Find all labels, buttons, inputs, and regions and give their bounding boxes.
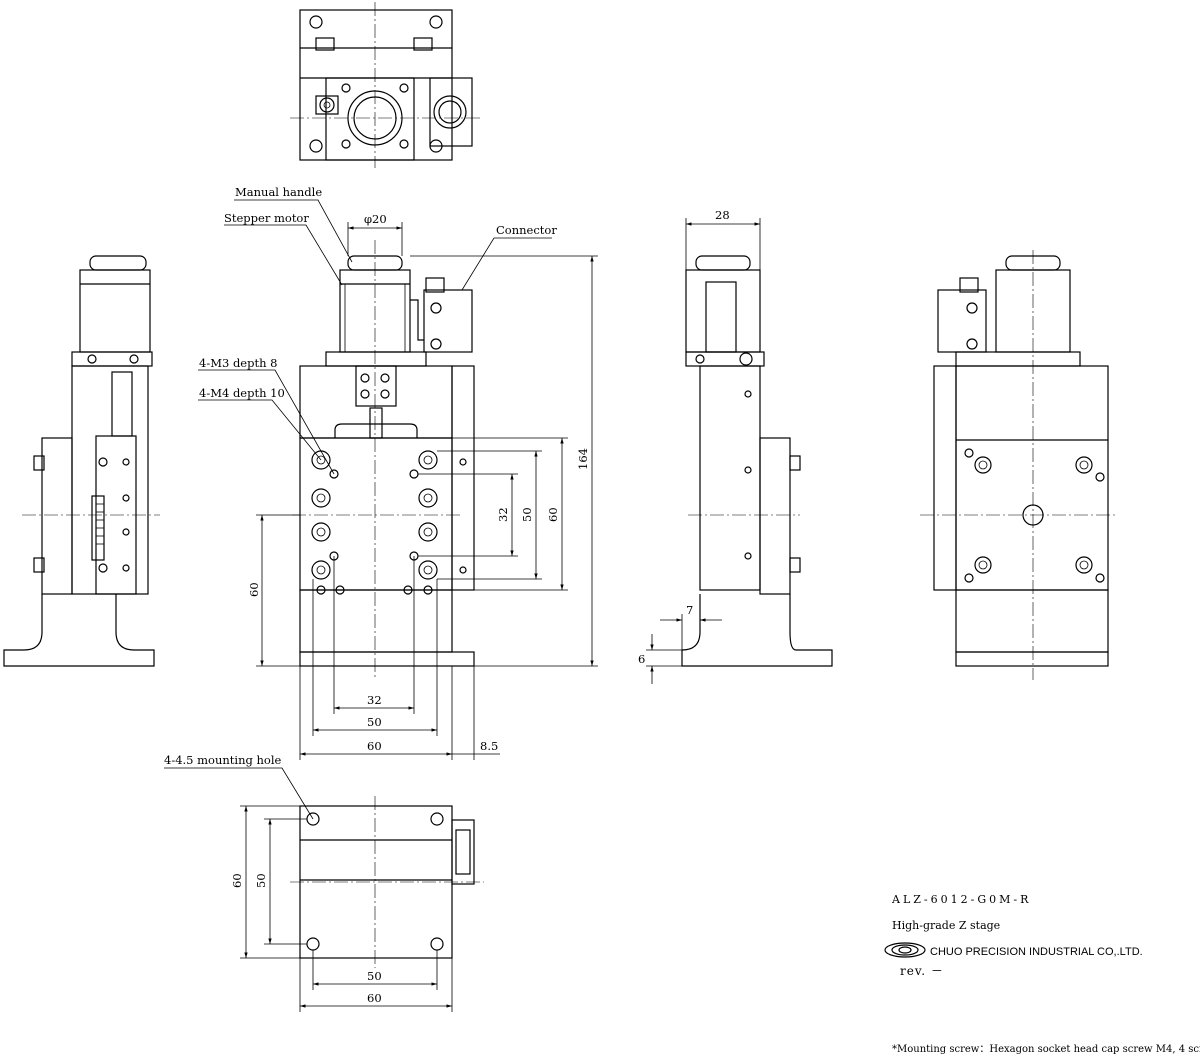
dim-bottom-50-horizontal: 50 — [367, 969, 382, 983]
title-block: ALZ-6012-G0M-R High-grade Z stage CHUO P… — [884, 893, 1143, 978]
label-connector: Connector — [496, 223, 557, 237]
dim-6: 6 — [638, 652, 645, 666]
label-m3-depth: 4-M3 depth 8 — [199, 356, 277, 370]
dim-bottom-50-vertical: 50 — [254, 873, 268, 888]
company-name: CHUO PRECISION INDUSTRIAL CO,.LTD. — [930, 946, 1143, 958]
dim-bottom-60-vertical: 60 — [230, 873, 244, 888]
dim-50-horizontal: 50 — [367, 715, 382, 729]
left-view — [3, 255, 160, 667]
dim-28: 28 — [715, 208, 730, 222]
label-mounting-hole: 4-4.5 mounting hole — [164, 753, 282, 767]
model-number: ALZ-6012-G0M-R — [891, 893, 1031, 906]
product-description: High-grade Z stage — [892, 919, 1000, 932]
top-view — [290, 2, 480, 168]
dim-32-horizontal: 32 — [367, 693, 382, 707]
dim-50-right: 50 — [520, 507, 534, 522]
dim-bottom-60-horizontal: 60 — [367, 991, 382, 1005]
dim-60-left: 60 — [247, 582, 261, 597]
bottom-view — [164, 767, 484, 1012]
label-m4-depth: 4-M4 depth 10 — [199, 386, 285, 400]
side-view — [646, 218, 833, 684]
dim-32-right: 32 — [496, 507, 510, 522]
footnote: *Mounting screw：Hexagon socket head cap … — [892, 1044, 1200, 1055]
front-view — [292, 240, 475, 680]
revision: rev. － — [900, 964, 944, 978]
dim-7: 7 — [686, 603, 693, 617]
dim-60-horizontal: 60 — [367, 739, 382, 753]
label-stepper-motor: Stepper motor — [224, 211, 309, 225]
front-dimensions — [198, 199, 598, 760]
dim-phi20: φ20 — [364, 212, 387, 226]
rear-view — [920, 250, 1118, 680]
label-manual-handle: Manual handle — [235, 185, 322, 199]
dim-8-5: 8.5 — [480, 739, 498, 753]
company-logo — [884, 942, 926, 958]
dim-60-right: 60 — [546, 507, 560, 522]
dim-164: 164 — [576, 448, 590, 470]
